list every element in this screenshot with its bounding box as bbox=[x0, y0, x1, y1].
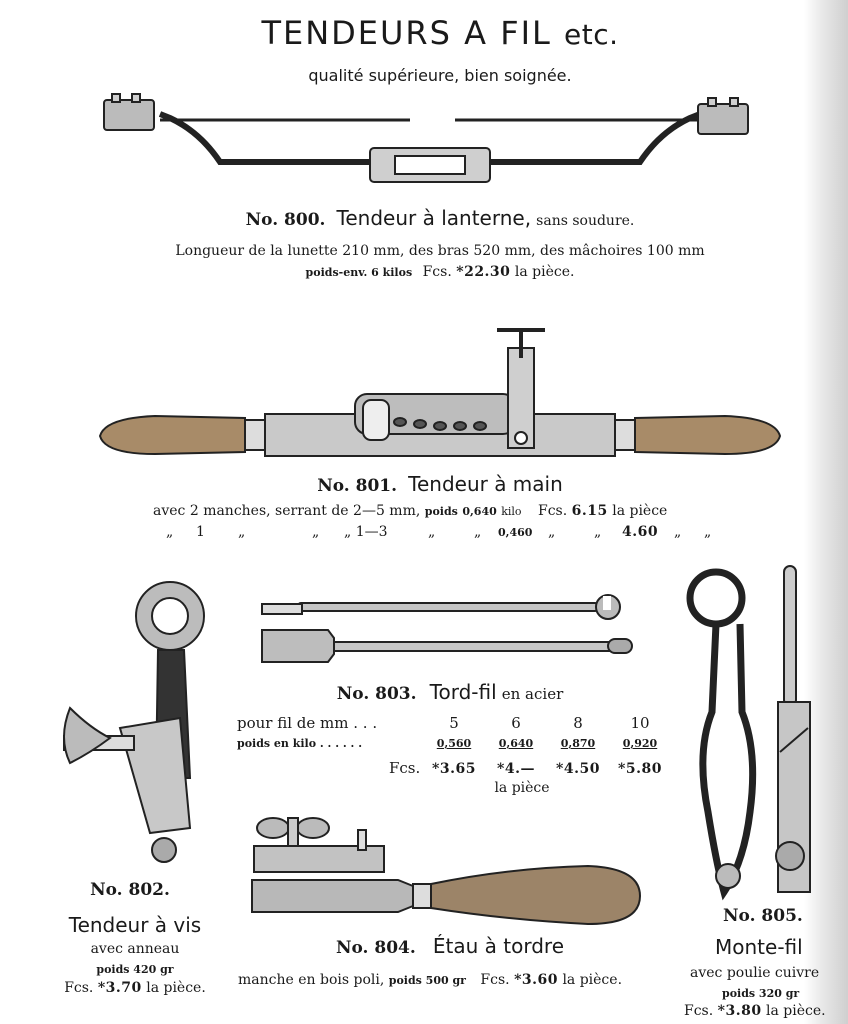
item-803-name-note: en acier bbox=[501, 685, 564, 703]
item-800-dimensions: Longueur de la lunette 210 mm, des bras … bbox=[175, 243, 705, 259]
item-804-price: *3.60 bbox=[514, 972, 558, 988]
item-801-row2-count: 1 bbox=[196, 524, 205, 540]
item-800-number: No. 800. bbox=[245, 210, 326, 230]
page-gutter-shadow bbox=[804, 0, 848, 1024]
item-804-heading: No. 804. Étau à tordre bbox=[250, 934, 650, 958]
item-801-row1-fcs: Fcs. bbox=[538, 503, 568, 519]
illustration-800-lantern-tensioner bbox=[103, 93, 749, 183]
item-805-unit: la pièce. bbox=[766, 1003, 826, 1019]
item-803-weight: 0,870 bbox=[560, 737, 596, 750]
ditto-mark: „ bbox=[166, 524, 174, 540]
item-803-weight: 0,920 bbox=[622, 737, 658, 750]
item-800-fcs: Fcs. bbox=[422, 264, 452, 280]
item-803-sizes-row: pour fil de mm . . . 5 6 8 10 bbox=[237, 714, 677, 732]
item-803-name: Tord-fil bbox=[429, 680, 497, 704]
item-805-desc: avec poulie cuivre bbox=[690, 965, 820, 981]
item-802-price-line: Fcs. *3.70 la pièce. bbox=[40, 980, 230, 996]
ditto-mark: „ bbox=[548, 524, 556, 540]
item-801-number: No. 801. bbox=[317, 476, 398, 496]
item-803-weights-label: poids en kilo . . . . . . bbox=[237, 737, 363, 750]
item-805-weight: poids 320 gr bbox=[722, 987, 800, 1000]
item-803-weight: 0,640 bbox=[498, 737, 534, 750]
item-803-price: *4.50 bbox=[556, 761, 600, 777]
ditto-mark: „ bbox=[428, 524, 436, 540]
item-804-weight: poids 500 gr bbox=[388, 974, 466, 987]
ditto-mark: „ bbox=[312, 524, 320, 540]
item-800-price-line: poids-env. 6 kilos Fcs. *22.30 la pièce. bbox=[0, 264, 848, 280]
ditto-mark: „ bbox=[594, 524, 602, 540]
item-803-size: 5 bbox=[449, 714, 459, 732]
item-801-heading: No. 801. Tendeur à main bbox=[0, 472, 848, 496]
item-803-heading: No. 803. Tord-fil en acier bbox=[250, 680, 650, 704]
item-801-name: Tendeur à main bbox=[408, 472, 563, 496]
item-805-fcs: Fcs. bbox=[684, 1003, 714, 1019]
item-804-number: No. 804. bbox=[335, 938, 416, 958]
item-800-heading: No. 800. Tendeur à lanterne, sans soudur… bbox=[0, 206, 848, 230]
ditto-mark: „ bbox=[674, 524, 682, 540]
item-801-row2-range: „ 1—3 bbox=[344, 524, 388, 540]
item-801-row2-price: 4.60 bbox=[622, 524, 659, 540]
item-803-unit: la pièce bbox=[494, 780, 550, 796]
item-803-price: *4.— bbox=[497, 761, 535, 777]
item-803-weight: 0,560 bbox=[436, 737, 472, 750]
item-801-row1-weight-label: poids bbox=[424, 505, 458, 518]
item-803-size: 8 bbox=[573, 714, 583, 732]
item-805-price-line: Fcs. *3.80 la pièce. bbox=[684, 1003, 826, 1019]
item-803-size: 6 bbox=[511, 714, 521, 732]
item-800-name-note: sans soudure. bbox=[536, 213, 635, 229]
ditto-mark: „ bbox=[474, 524, 482, 540]
item-800-unit: la pièce. bbox=[514, 264, 575, 280]
item-801-row1-text: avec 2 manches, serrant de 2—5 mm, bbox=[153, 503, 421, 519]
item-801-row1-unit: la pièce bbox=[612, 503, 668, 519]
item-803-number: No. 803. bbox=[336, 684, 417, 704]
item-802-unit: la pièce. bbox=[146, 980, 206, 996]
item-800-name: Tendeur à lanterne, bbox=[336, 206, 532, 230]
page-subtitle: qualité supérieure, bien soignée. bbox=[308, 66, 572, 85]
item-803-weights-row: poids en kilo . . . . . . 0,560 0,640 0,87… bbox=[237, 737, 677, 750]
item-802-price: *3.70 bbox=[97, 980, 142, 996]
title-main: TENDEURS A FIL bbox=[261, 14, 552, 52]
item-805-price: *3.80 bbox=[717, 1003, 762, 1019]
title-suffix: etc. bbox=[564, 18, 619, 51]
illustration-801-hand-tensioner bbox=[98, 328, 782, 457]
item-802-name: Tendeur à vis bbox=[68, 913, 202, 937]
item-801-row2-weight: 0,460 bbox=[498, 526, 533, 539]
item-805-name: Monte-fil bbox=[715, 935, 803, 959]
item-803-sizes-label: pour fil de mm . . . bbox=[237, 714, 378, 732]
item-804-desc-line: manche en bois poli, poids 500 gr Fcs. *… bbox=[238, 972, 622, 988]
item-801-row-2: „ 1 „ „ „ 1—3 „ „ 0,460 „ „ 4.60 „ „ bbox=[166, 524, 726, 544]
item-802-fcs: Fcs. bbox=[64, 980, 94, 996]
illustration-805-wire-lifter bbox=[686, 565, 811, 901]
item-804-desc: manche en bois poli, bbox=[238, 972, 385, 988]
item-804-unit: la pièce. bbox=[562, 972, 623, 988]
page-title: TENDEURS A FIL etc. bbox=[0, 14, 848, 52]
illustration-803-wire-twister bbox=[261, 594, 633, 663]
ditto-mark: „ bbox=[238, 524, 246, 540]
item-801-row1-weight-unit: kilo bbox=[501, 505, 522, 518]
item-804-name: Étau à tordre bbox=[432, 934, 565, 958]
item-803-fcs: Fcs. bbox=[389, 759, 421, 777]
item-803-price: *5.80 bbox=[618, 761, 662, 777]
illustration-802-screw-tensioner bbox=[63, 581, 205, 863]
item-802-desc: avec anneau bbox=[90, 941, 180, 957]
item-803-size: 10 bbox=[630, 714, 650, 732]
item-803-price: *3.65 bbox=[432, 761, 476, 777]
item-805-number: No. 805. bbox=[723, 906, 803, 926]
illustration-804-twisting-vise bbox=[251, 817, 642, 926]
ditto-mark: „ bbox=[704, 524, 712, 540]
item-801-row-1: avec 2 manches, serrant de 2—5 mm, poids… bbox=[153, 503, 667, 519]
item-804-fcs: Fcs. bbox=[480, 972, 510, 988]
item-802-weight: poids 420 gr bbox=[96, 963, 174, 976]
item-802-number: No. 802. bbox=[90, 880, 170, 900]
item-800-weight: poids-env. 6 kilos bbox=[305, 266, 413, 279]
item-800-price: *22.30 bbox=[456, 264, 511, 280]
item-801-row1-price: 6.15 bbox=[571, 503, 608, 519]
item-801-row1-weight: 0,640 bbox=[462, 505, 497, 518]
